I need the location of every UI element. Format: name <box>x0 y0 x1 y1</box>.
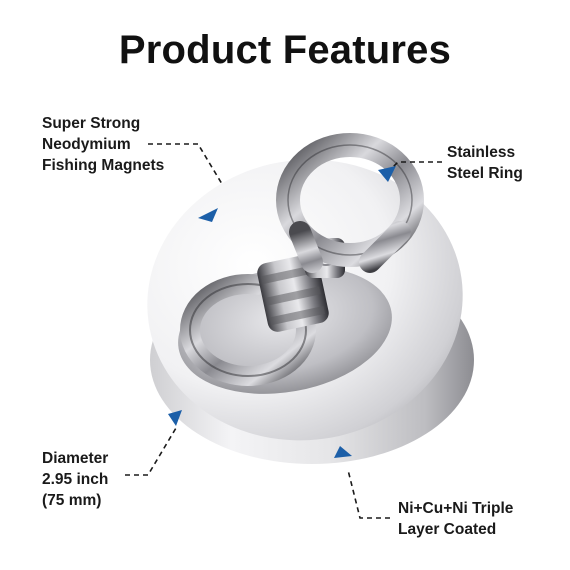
arrow-coat-icon <box>334 446 352 458</box>
callout-coating-line-2: Layer Coated <box>398 521 497 538</box>
callout-ring-line-2: Steel Ring <box>447 165 523 182</box>
callout-arrows <box>168 166 396 458</box>
arrow-diameter-icon <box>168 410 182 426</box>
callout-ring-line-1: Stainless <box>447 144 516 161</box>
callout-magnet-line-3: Fishing Magnets <box>42 157 165 174</box>
leader-magnet <box>148 143 223 185</box>
callout-diameter: Diameter 2.95 inch (75 mm) <box>42 448 108 511</box>
page-title: Product Features <box>118 28 452 72</box>
callout-coating: Ni+Cu+Ni Triple Layer Coated <box>398 498 513 540</box>
callout-lines <box>125 143 442 519</box>
leader-diameter <box>125 427 177 476</box>
arrow-magnet-icon <box>198 208 218 222</box>
steel-eye-ring <box>276 133 424 273</box>
callout-diameter-line-1: Diameter <box>42 450 109 467</box>
callout-diameter-line-2: 2.95 inch <box>42 471 109 488</box>
arrow-ring-icon <box>378 166 396 182</box>
callout-magnet: Super Strong Neodymium Fishing Magnets <box>42 113 164 176</box>
leader-coat <box>347 469 390 519</box>
callout-coating-line-1: Ni+Cu+Ni Triple <box>398 500 514 517</box>
callout-magnet-line-1: Super Strong <box>42 115 141 132</box>
callout-diameter-line-3: (75 mm) <box>42 492 102 509</box>
callout-ring: Stainless Steel Ring <box>447 142 523 184</box>
callout-magnet-line-2: Neodymium <box>42 136 131 153</box>
